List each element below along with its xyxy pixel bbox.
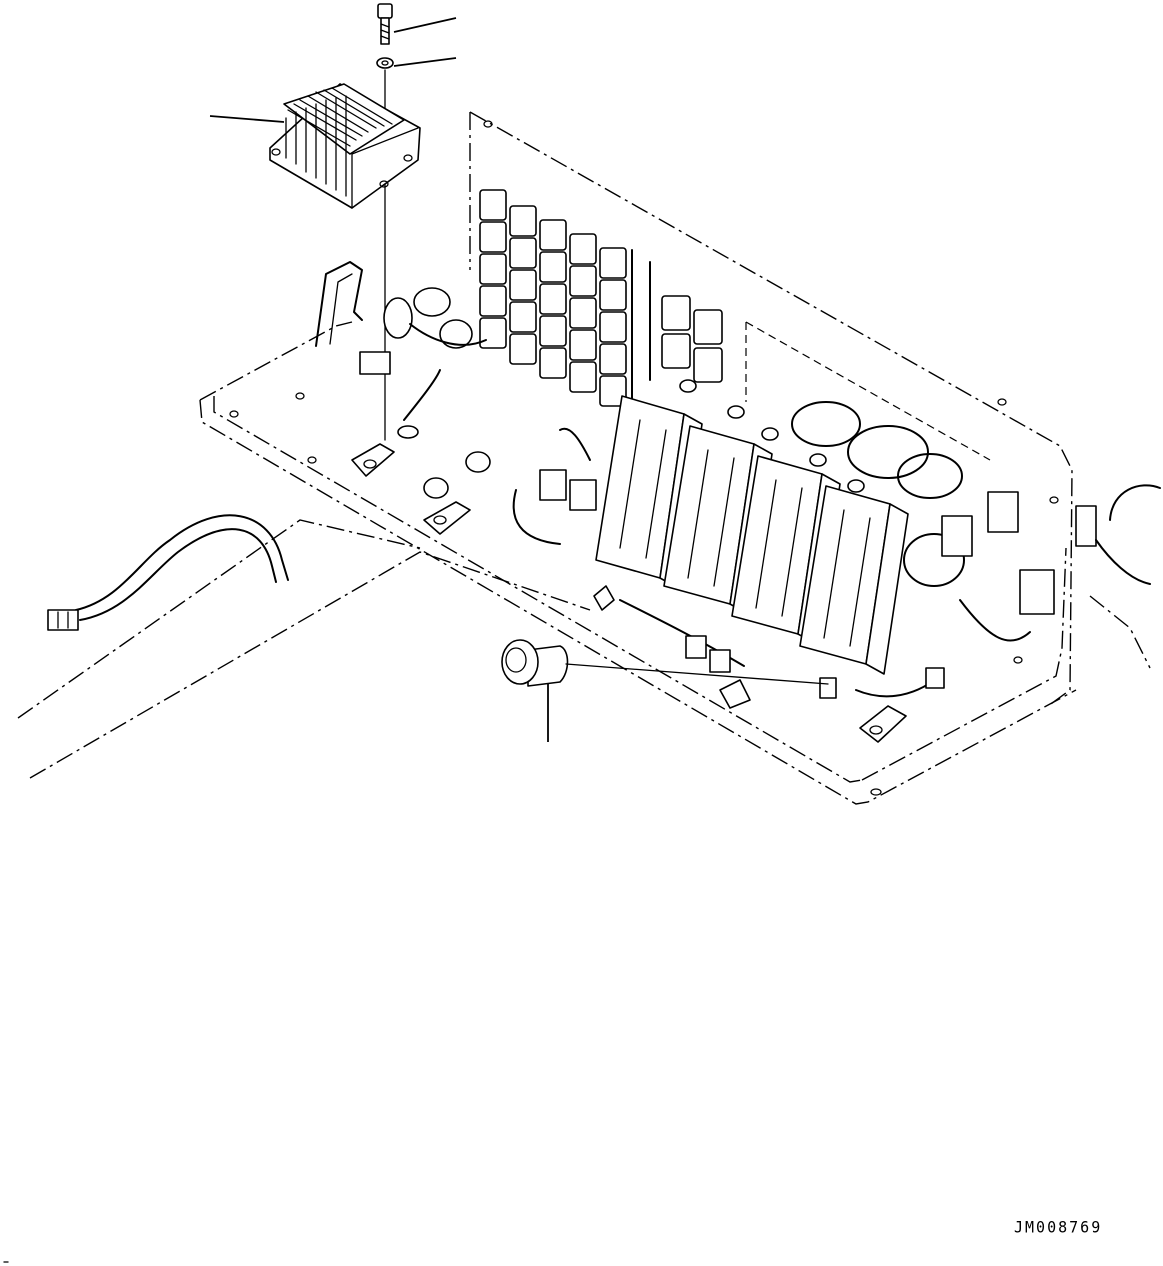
cable-clamp-fittings [359,287,487,375]
cap-screw [377,3,393,45]
machine-floor-phantom [17,519,1151,779]
relay-block [479,189,723,411]
washer [376,57,394,69]
power-socket [501,639,829,687]
controller-heatsink [269,83,421,209]
coiled-cable [791,401,965,587]
drawing-number: JM008769 [1014,1217,1103,1237]
base-harness [351,369,945,743]
back-panel-phantom [469,111,1073,707]
right-connectors [941,484,1161,642]
contactor-modules [595,379,909,675]
base-plate-phantom [199,321,1077,805]
left-wire-harness [47,514,289,631]
mounting-bracket [315,261,363,347]
callout-leader-lines [209,17,549,742]
